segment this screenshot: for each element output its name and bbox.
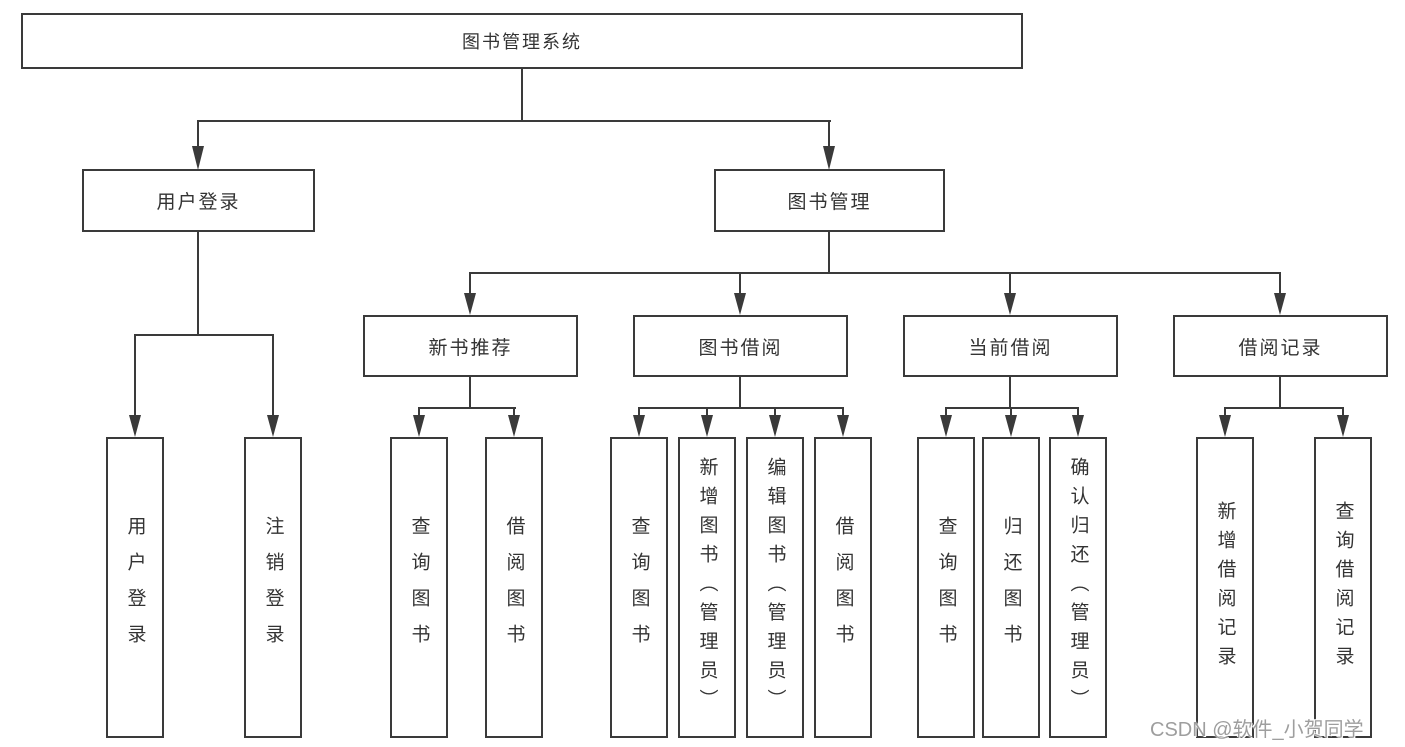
leaf-return-book: 归还图书 — [982, 437, 1040, 738]
arrow-to-records — [1274, 293, 1286, 315]
connector-records-stem — [1279, 272, 1281, 293]
connector-book-mgmt-hline — [469, 272, 1281, 274]
leaf-query-borrow-record: 查询借阅记录 — [1314, 437, 1372, 738]
connector-root-hline — [197, 120, 831, 122]
node-root: 图书管理系统 — [21, 13, 1023, 69]
connector-g3-down — [1279, 377, 1281, 407]
arrow-g0-c0 — [413, 415, 425, 437]
connector-g0-down — [469, 377, 471, 407]
leaf-query-books-3: 查询图书 — [917, 437, 975, 738]
connector-book-mgmt-stem — [828, 120, 830, 146]
connector-user-login-down — [197, 232, 199, 334]
leaf-borrow-books-2: 借阅图书 — [814, 437, 872, 738]
leaf-edit-book-admin: 编辑图书（管理员） — [746, 437, 804, 738]
leaf-query-books: 查询图书 — [390, 437, 448, 738]
connector-g3-c0-stem — [1224, 407, 1226, 415]
arrow-g3-c0 — [1219, 415, 1231, 437]
connector-g1-c3-stem — [842, 407, 844, 415]
connector-g2-hline — [945, 407, 1079, 409]
connector-g1-c0-stem — [638, 407, 640, 415]
arrow-to-newbook — [464, 293, 476, 315]
connector-g0-c0-stem — [418, 407, 420, 415]
connector-g2-down — [1009, 377, 1011, 407]
connector-leaf-login-stem — [134, 334, 136, 415]
connector-g2-c0-stem — [945, 407, 947, 415]
arrow-g2-c0 — [940, 415, 952, 437]
node-book-borrowing: 图书借阅 — [633, 315, 848, 377]
connector-user-login-hline — [134, 334, 274, 336]
leaf-add-book-admin: 新增图书（管理员） — [678, 437, 736, 738]
leaf-confirm-return-admin: 确认归还（管理员） — [1049, 437, 1107, 738]
arrow-g1-c0 — [633, 415, 645, 437]
node-borrow-records: 借阅记录 — [1173, 315, 1388, 377]
arrow-g2-c1 — [1005, 415, 1017, 437]
connector-g1-c1-stem — [706, 407, 708, 415]
arrow-g3-c1 — [1337, 415, 1349, 437]
arrow-g0-c1 — [508, 415, 520, 437]
connector-g2-c2-stem — [1077, 407, 1079, 415]
arrow-g1-c2 — [769, 415, 781, 437]
arrow-to-leaf-logout — [267, 415, 279, 437]
leaf-borrow-books: 借阅图书 — [485, 437, 543, 738]
csdn-watermark: CSDN @软件_小贺同学 — [1150, 719, 1364, 741]
node-user-login: 用户登录 — [82, 169, 315, 232]
arrow-to-book-mgmt — [823, 146, 835, 170]
leaf-logout: 注销登录 — [244, 437, 302, 738]
arrow-to-leaf-login — [129, 415, 141, 437]
arrow-to-borrowing — [734, 293, 746, 315]
leaf-add-borrow-record: 新增借阅记录 — [1196, 437, 1254, 738]
connector-newbook-stem — [469, 272, 471, 293]
node-book-management: 图书管理 — [714, 169, 945, 232]
connector-g0-c1-stem — [513, 407, 515, 415]
connector-g3-c1-stem — [1342, 407, 1344, 415]
leaf-query-books-2: 查询图书 — [610, 437, 668, 738]
leaf-user-login: 用户登录 — [106, 437, 164, 738]
arrow-to-current — [1004, 293, 1016, 315]
node-new-book-recommend: 新书推荐 — [363, 315, 578, 377]
connector-g1-c2-stem — [774, 407, 776, 415]
arrow-g2-c2 — [1072, 415, 1084, 437]
node-current-borrowing: 当前借阅 — [903, 315, 1118, 377]
connector-borrowing-stem — [739, 272, 741, 293]
connector-leaf-logout-stem — [272, 334, 274, 415]
connector-g0-hline — [418, 407, 516, 409]
connector-user-login-stem — [197, 120, 199, 146]
arrow-to-user-login — [192, 146, 204, 170]
connector-g2-c1-stem — [1010, 407, 1012, 415]
connector-root-stem — [521, 69, 523, 120]
arrow-g1-c1 — [701, 415, 713, 437]
connector-g3-hline — [1224, 407, 1344, 409]
connector-g1-hline — [638, 407, 844, 409]
arrow-g1-c3 — [837, 415, 849, 437]
connector-book-mgmt-down — [828, 232, 830, 272]
connector-current-stem — [1009, 272, 1011, 293]
connector-g1-down — [739, 377, 741, 407]
